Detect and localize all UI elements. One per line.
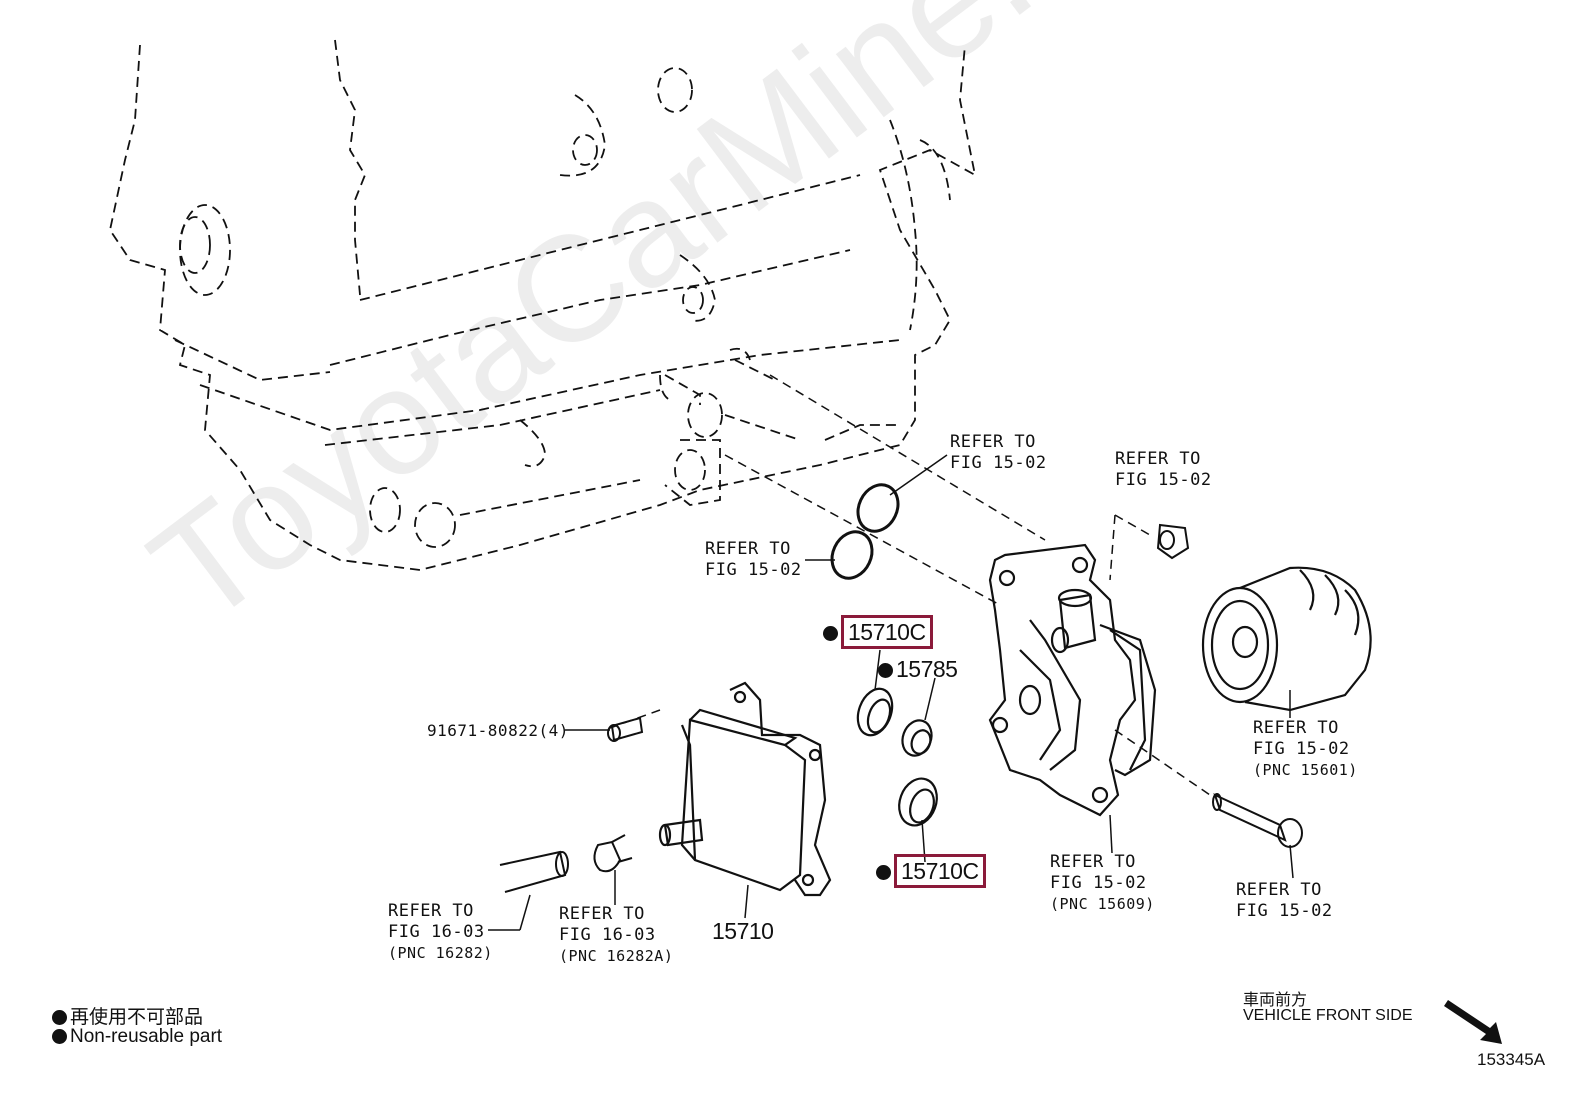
pnc-text: (PNC 16282A) <box>559 947 674 965</box>
bolt-long <box>1212 793 1303 848</box>
legend-en: Non-reusable part <box>52 1026 222 1048</box>
non-reusable-dot-icon <box>823 626 838 642</box>
fig-text: FIG 15-02 <box>1236 901 1333 921</box>
o-ring-lower <box>830 530 874 580</box>
fig-text: FIG 15-02 <box>1050 873 1147 893</box>
refer-text: REFER TO <box>388 901 474 921</box>
part-number-seal-bottom[interactable]: 15710C <box>876 854 986 888</box>
part-number-seal-top[interactable]: 15710C <box>823 615 933 649</box>
part-number-cooler[interactable]: 15710 <box>712 918 774 944</box>
refer-text: REFER TO <box>1115 449 1201 469</box>
refer-text: REFER TO <box>559 904 645 924</box>
engine-block-outline <box>109 39 977 571</box>
filter-housing <box>988 543 1157 817</box>
part-number-seal-mid[interactable]: 15785 <box>878 656 958 683</box>
refer-text: REFER TO <box>705 539 791 559</box>
hose <box>499 850 569 893</box>
fig-text: FIG 15-02 <box>950 453 1047 473</box>
legend-text: 再使用不可部品 <box>70 1007 204 1028</box>
pnc-text: (PNC 15609) <box>1050 895 1155 913</box>
non-reusable-dot-icon <box>52 1010 67 1026</box>
refer-text: REFER TO <box>1253 718 1339 738</box>
drain-cap <box>1156 523 1190 560</box>
fig-text: FIG 15-02 <box>1115 470 1212 490</box>
legend-text: Non-reusable part <box>70 1026 223 1047</box>
fig-text: FIG 16-03 <box>559 925 656 945</box>
o-ring-upper <box>856 483 900 533</box>
non-reusable-dot-icon <box>878 663 893 679</box>
non-reusable-dot-icon <box>876 865 891 881</box>
refer-label-oring-upper: REFER TO FIG 15-02 <box>950 432 1047 474</box>
pnc-text: (PNC 15601) <box>1253 761 1358 779</box>
front-arrow-icon <box>1444 1000 1502 1044</box>
refer-label-filter: REFER TO FIG 15-02 (PNC 15601) <box>1253 718 1358 781</box>
clamp <box>593 834 633 873</box>
bolt-small <box>607 716 644 742</box>
seal-rings <box>856 687 938 827</box>
non-reusable-dot-icon <box>52 1029 67 1045</box>
fig-text: FIG 16-03 <box>388 922 485 942</box>
refer-label-oring-lower: REFER TO FIG 15-02 <box>705 539 802 581</box>
oil-cooler <box>658 681 832 897</box>
part-number-text: 15785 <box>896 656 958 682</box>
figure-id: 153345A <box>1477 1050 1546 1069</box>
refer-label-clamp: REFER TO FIG 16-03 (PNC 16282A) <box>559 904 673 967</box>
vehicle-front-en: VEHICLE FRONT SIDE <box>1243 1007 1413 1024</box>
vehicle-front-jp: 車両前方 <box>1243 992 1308 1009</box>
refer-text: REFER TO <box>1236 880 1322 900</box>
part-number-text: 15710C <box>894 854 986 888</box>
part-number-text: 15710C <box>841 615 933 649</box>
refer-label-hose: REFER TO FIG 16-03 (PNC 16282) <box>388 901 493 964</box>
leader-lines <box>488 454 1294 931</box>
refer-label-housing: REFER TO FIG 15-02 (PNC 15609) <box>1050 852 1155 915</box>
refer-text: REFER TO <box>1050 852 1136 872</box>
fig-text: FIG 15-02 <box>1253 739 1350 759</box>
refer-label-bolt: REFER TO FIG 15-02 <box>1236 880 1333 922</box>
assembly-lines <box>609 374 1211 796</box>
oil-filter <box>1201 566 1372 712</box>
pnc-text: (PNC 16282) <box>388 944 493 962</box>
refer-text: REFER TO <box>950 432 1036 452</box>
refer-label-cap: REFER TO FIG 15-02 <box>1115 449 1212 491</box>
fig-text: FIG 15-02 <box>705 560 802 580</box>
legend-jp: 再使用不可部品 <box>52 1002 203 1029</box>
part-number-bolt[interactable]: 91671-80822(4) <box>427 721 569 740</box>
